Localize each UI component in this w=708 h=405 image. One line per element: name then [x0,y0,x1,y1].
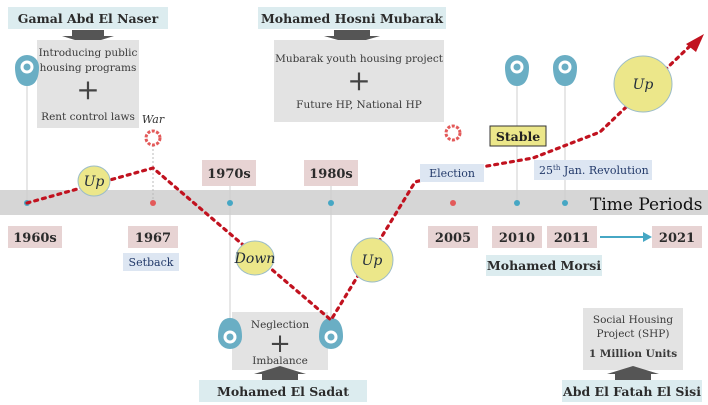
nasser-note-line-1: Introducing public [39,47,138,59]
nasser-note-line-2: housing programs [40,62,137,74]
svg-text:Up: Up [84,174,105,190]
year-2011: 2011 [547,226,597,248]
plus-icon: + [347,64,370,97]
svg-text:Up: Up [362,253,383,269]
year-1980s: 1980s [304,160,358,186]
mubarak-policy-note: Mubarak youth housing project + Future H… [274,30,444,122]
svg-text:Election: Election [429,167,475,180]
svg-text:2021: 2021 [659,231,695,246]
sadat-policy-note: Neglection + Imbalance [232,312,328,380]
svg-text:Setback: Setback [129,256,174,269]
location-pin-icon [319,318,343,349]
revolution-tag: 25th Jan. Revolution [534,160,652,180]
trend-arrowhead-icon [686,34,704,52]
svg-text:2005: 2005 [435,231,471,246]
year-2005: 2005 [428,226,478,248]
sisi-policy-note: Social Housing Project (SHP) 1 Million U… [583,308,683,380]
trend-up-2000s: Up [350,237,394,283]
svg-text:25th Jan. Revolution: 25th Jan. Revolution [539,164,649,177]
setback-tag: Setback [123,253,179,271]
leader-morsi-box: Mohamed Morsi [486,255,602,276]
sisi-note-line-3: 1 Million Units [589,348,677,360]
location-pin-icon [15,55,39,86]
svg-text:Stable: Stable [496,129,540,144]
sisi-note-line-2: Project (SHP) [597,328,670,340]
nasser-policy-note: Introducing public housing programs + Re… [37,30,139,128]
leader-sadat-box: Mohamed El Sadat [199,380,367,402]
leader-nasser-label: Gamal Abd El Naser [18,11,159,26]
svg-text:Down: Down [234,251,276,267]
stable-tag: Stable [489,125,547,147]
svg-text:1967: 1967 [135,231,171,246]
plus-icon: + [76,73,99,106]
year-1970s: 1970s [202,160,256,186]
svg-text:2010: 2010 [499,231,535,246]
nasser-note-line-3: Rent control laws [41,111,135,123]
sisi-note-line-1: Social Housing [593,314,673,326]
svg-text:1970s: 1970s [207,167,251,182]
svg-text:1960s: 1960s [13,231,57,246]
war-label: War [142,113,165,126]
leader-nasser-box: Gamal Abd El Naser [8,7,168,29]
location-pin-icon [218,318,242,349]
year-1960s: 1960s [8,226,62,248]
location-pin-icon [505,55,529,86]
time-periods-label: Time Periods [590,195,703,215]
arrow-right-icon [643,232,652,242]
svg-text:2011: 2011 [554,231,590,246]
leader-morsi-label: Mohamed Morsi [487,258,601,273]
svg-text:Up: Up [633,77,654,93]
time-band [0,190,708,215]
year-2010: 2010 [492,226,542,248]
sadat-note-line-1: Neglection [251,319,309,331]
svg-text:1980s: 1980s [309,167,353,182]
leader-sisi-label: Abd El Fatah El Sisi [562,384,701,399]
leader-sadat-label: Mohamed El Sadat [217,384,349,399]
plus-icon: + [269,329,291,359]
location-pin-icon [553,55,577,86]
election-marker-icon [444,124,462,142]
mubarak-note-line-2: Future HP, National HP [296,99,422,111]
trend-up-2021: Up [613,55,673,113]
mubarak-note-line-1: Mubarak youth housing project [275,53,444,65]
leader-mubarak-label: Mohamed Hosni Mubarak [261,11,443,26]
year-2021: 2021 [652,226,702,248]
trend-down-1970s: Down [234,240,276,276]
leader-sisi-box: Abd El Fatah El Sisi [562,380,702,402]
sadat-note-line-2: Imbalance [252,355,308,367]
war-marker-icon [144,129,162,147]
trend-up-1960s: Up [77,165,111,197]
election-tag: Election [420,164,484,182]
year-1967: 1967 [128,226,178,248]
leader-mubarak-box: Mohamed Hosni Mubarak [258,7,446,29]
